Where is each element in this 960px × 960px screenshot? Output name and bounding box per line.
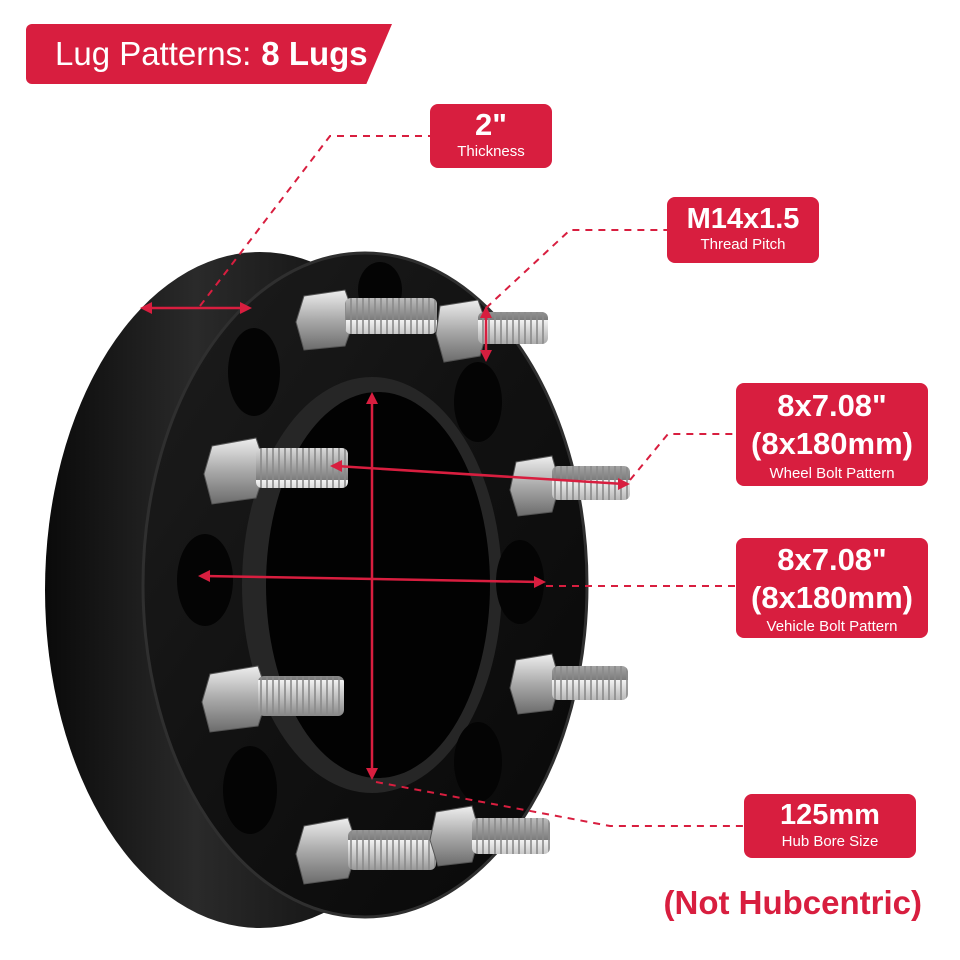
stud-top-left — [295, 289, 437, 351]
thickness-label: 2" Thickness — [430, 104, 552, 168]
bolt-holes — [177, 262, 544, 834]
stud-top-right — [435, 299, 548, 363]
banner-emphasis: 8 Lugs — [261, 35, 368, 72]
stud-mid-left — [203, 437, 348, 505]
hub-bore-caption: Hub Bore Size — [781, 833, 879, 850]
thread-pitch-value: M14x1.5 — [686, 203, 800, 235]
stud-bottom-right — [429, 805, 550, 867]
hubcentric-note: (Not Hubcentric) — [663, 884, 923, 921]
leader-lines — [199, 135, 744, 827]
stud-low-left — [201, 665, 344, 733]
stud-low-right — [509, 653, 628, 715]
hub-bore-label: 125mm Hub Bore Size — [744, 794, 916, 858]
thickness-caption: Thickness — [457, 143, 525, 160]
banner-background — [26, 24, 392, 84]
banner-prefix: Lug Patterns: — [55, 35, 252, 72]
vehicle-bolt-pattern-label: 8x7.08" (8x180mm) Vehicle Bolt Pattern — [736, 538, 928, 638]
wheel-bolt-pattern-metric: (8x180mm) — [751, 426, 913, 461]
hub-bore-value: 125mm — [780, 799, 880, 831]
dimension-lines — [140, 302, 630, 780]
vehicle-bolt-pattern-metric: (8x180mm) — [751, 580, 913, 615]
thread-pitch-caption: Thread Pitch — [700, 236, 786, 253]
vehicle-bolt-pattern-imperial: 8x7.08" — [777, 542, 887, 577]
wheel-bolt-pattern-caption: Wheel Bolt Pattern — [769, 465, 895, 482]
lug-pattern-banner: Lug Patterns: 8 Lugs — [26, 24, 392, 84]
wheel-bolt-pattern-imperial: 8x7.08" — [777, 388, 887, 423]
thickness-value: 2" — [475, 107, 507, 142]
stud-bottom-left — [295, 817, 436, 885]
vehicle-bolt-pattern-caption: Vehicle Bolt Pattern — [766, 618, 898, 635]
wheel-bolt-pattern-label: 8x7.08" (8x180mm) Wheel Bolt Pattern — [736, 383, 928, 486]
thread-pitch-label: M14x1.5 Thread Pitch — [667, 197, 819, 263]
